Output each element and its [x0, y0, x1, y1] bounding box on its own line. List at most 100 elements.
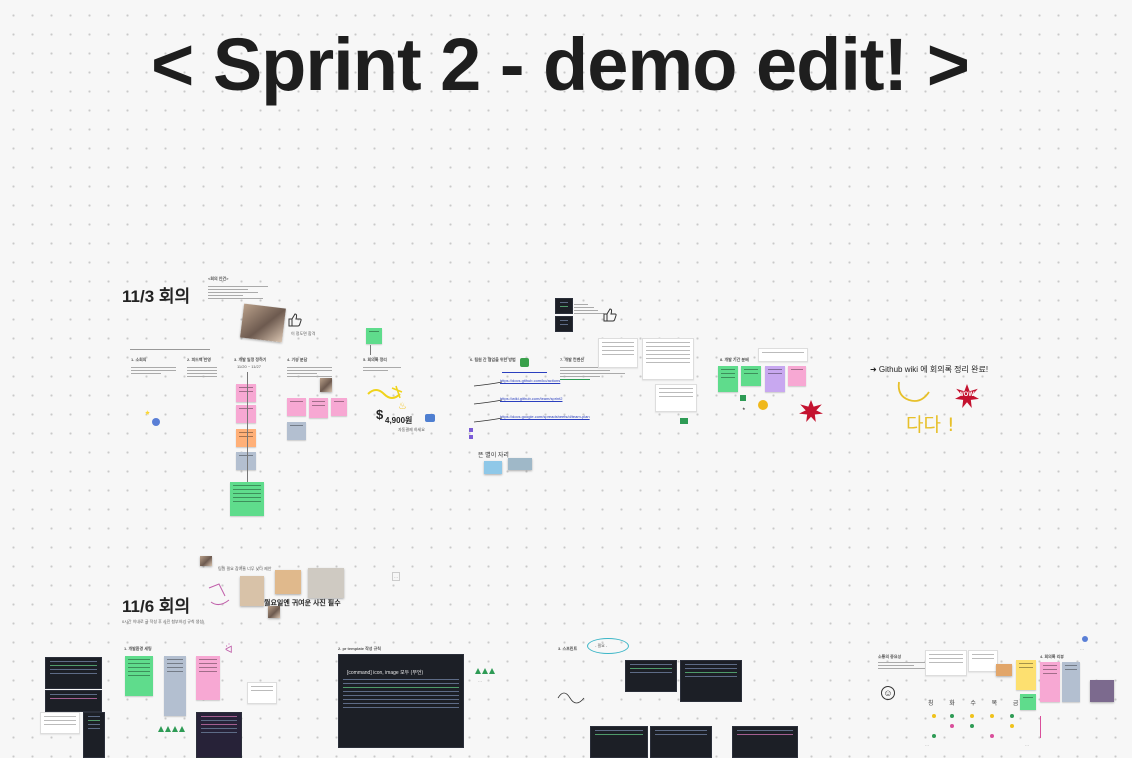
col-title-4: 4. 기능 분담: [287, 357, 308, 362]
wow-badge-text: WOW!: [958, 392, 976, 398]
doc-card[interactable]: [642, 338, 694, 380]
col-title-1: 1. 소회의: [131, 357, 147, 362]
thumbs-up-icon: [287, 312, 303, 333]
doc-card[interactable]: [758, 348, 808, 362]
sticky-note[interactable]: [236, 384, 256, 402]
sticky-note[interactable]: [1016, 660, 1036, 690]
small-note: …: [1080, 646, 1084, 651]
green-marker: [680, 418, 688, 424]
date-range: 11/20 ~ 11/27: [237, 364, 261, 369]
green-marker: [740, 395, 746, 401]
sticky-note[interactable]: [309, 398, 328, 418]
sticky-note[interactable]: [236, 452, 256, 470]
handwriting-arrow: [895, 378, 935, 413]
person-icon: [152, 418, 160, 426]
col-title-3: 3. 개발 일정 정하기: [234, 357, 267, 362]
sticky-note[interactable]: [236, 429, 256, 447]
sticky-note[interactable]: [1040, 662, 1060, 702]
connector-line: [370, 345, 371, 355]
code-screenshot: [555, 316, 573, 332]
resource-link[interactable]: https://wiki.github.com/team/sprint2: [500, 396, 563, 401]
tiny-photo: [200, 556, 212, 566]
small-card: …: [392, 572, 400, 581]
green-marker-row: [158, 719, 186, 737]
doc-card[interactable]: [598, 338, 638, 368]
syllable: 칭: [928, 701, 934, 707]
sticky-note[interactable]: [164, 656, 186, 716]
meeting-1-heading: 11/3 회의: [122, 287, 191, 306]
cat-photo: [275, 570, 301, 594]
convention-notes: [566, 302, 606, 314]
invite-label: 뜬 별이 자리: [478, 453, 509, 459]
template-banner: [command] icon, image 모두 (무언): [347, 670, 424, 676]
hands-icon: [425, 414, 435, 422]
meeting-2-caption: 월요일엔 귀여운 사진 필수: [264, 600, 341, 607]
screenshot-thumb: [508, 458, 532, 470]
sticky-note[interactable]: [366, 328, 382, 344]
sticky-note[interactable]: [236, 405, 256, 423]
callout-label: - 필요 -: [595, 643, 608, 648]
branch-connector: [473, 381, 503, 423]
section-title: 2. pr template 작성 규칙: [338, 646, 381, 651]
code-screenshot: [650, 726, 712, 758]
sticky-note[interactable]: [125, 656, 153, 696]
code-screenshot: [555, 298, 573, 314]
smile-icon: ☺: [881, 686, 895, 700]
code-screenshot: [83, 712, 105, 758]
doc-card[interactable]: [247, 682, 277, 704]
burst-badge: [799, 400, 823, 422]
sticky-note[interactable]: [1062, 662, 1080, 702]
person-icon: [1082, 636, 1088, 642]
col-title-7: 7. 개발 컨벤션: [560, 357, 584, 362]
doc-card[interactable]: [655, 384, 697, 412]
doc-card[interactable]: [968, 650, 998, 672]
comment-sticker: 이 정도면 합격: [291, 331, 316, 336]
sticky-note[interactable]: [741, 366, 761, 386]
col-2-notes: [187, 365, 217, 377]
sticky-note[interactable]: [230, 482, 264, 516]
sketch-drawing: [205, 582, 237, 610]
section-title: 1. 개발환경 세팅: [124, 646, 152, 651]
green-marker-row: [475, 661, 496, 679]
resource-link[interactable]: https://docs.google.com/spreadsheets/d/t…: [500, 414, 590, 419]
meeting-1-notes: [208, 284, 268, 299]
sticky-note[interactable]: [788, 366, 806, 386]
col-title-2: 2. 피드백 반영: [187, 357, 211, 362]
syllable: 화: [949, 701, 955, 707]
reference-link-line: [130, 349, 210, 350]
fire-icon: ♨: [398, 401, 407, 412]
sparkle-icon: [366, 384, 403, 399]
screenshot-thumb: [484, 461, 502, 474]
connector-line: [247, 372, 248, 482]
syllable: 금: [1012, 701, 1019, 707]
sticky-note[interactable]: [1020, 694, 1036, 710]
price-text: 4,900원: [385, 416, 413, 425]
meeting-2-note-top: 팀원 필요 참여율 너무 낮다 제안: [218, 566, 272, 571]
connector-line: [1040, 716, 1041, 738]
sketch-drawing: ᐛ: [225, 645, 233, 656]
sticky-note[interactable]: [287, 398, 306, 416]
sticky-note[interactable]: [718, 366, 738, 392]
thumbs-up-icon: [520, 358, 529, 367]
meeting-photo: [240, 303, 286, 343]
doc-card[interactable]: [925, 650, 967, 676]
syllable-row: 칭 화 수 목 금: [928, 698, 1018, 707]
schedule-dots: [928, 712, 1028, 742]
callout-bubble: [587, 638, 629, 654]
sticky-note[interactable]: [196, 656, 220, 700]
tiny-photo: [268, 606, 280, 618]
sticky-note[interactable]: [331, 398, 347, 416]
syllable: 목: [991, 701, 998, 707]
resource-link[interactable]: https://docs.github.com/ko/actions: [500, 378, 561, 383]
small-note: …: [1025, 742, 1029, 747]
bullet-icon: [469, 435, 473, 439]
code-screenshot: [732, 726, 798, 758]
meeting-1-notes-title: <회의 안건>: [208, 276, 229, 281]
cat-photo: [308, 568, 344, 598]
section-notes: [878, 660, 926, 669]
sticky-note[interactable]: [765, 366, 785, 392]
tiny-photo: [1090, 680, 1114, 702]
sticky-note[interactable]: [287, 422, 306, 440]
small-note: ★: [742, 406, 746, 411]
doc-card[interactable]: [40, 712, 80, 734]
